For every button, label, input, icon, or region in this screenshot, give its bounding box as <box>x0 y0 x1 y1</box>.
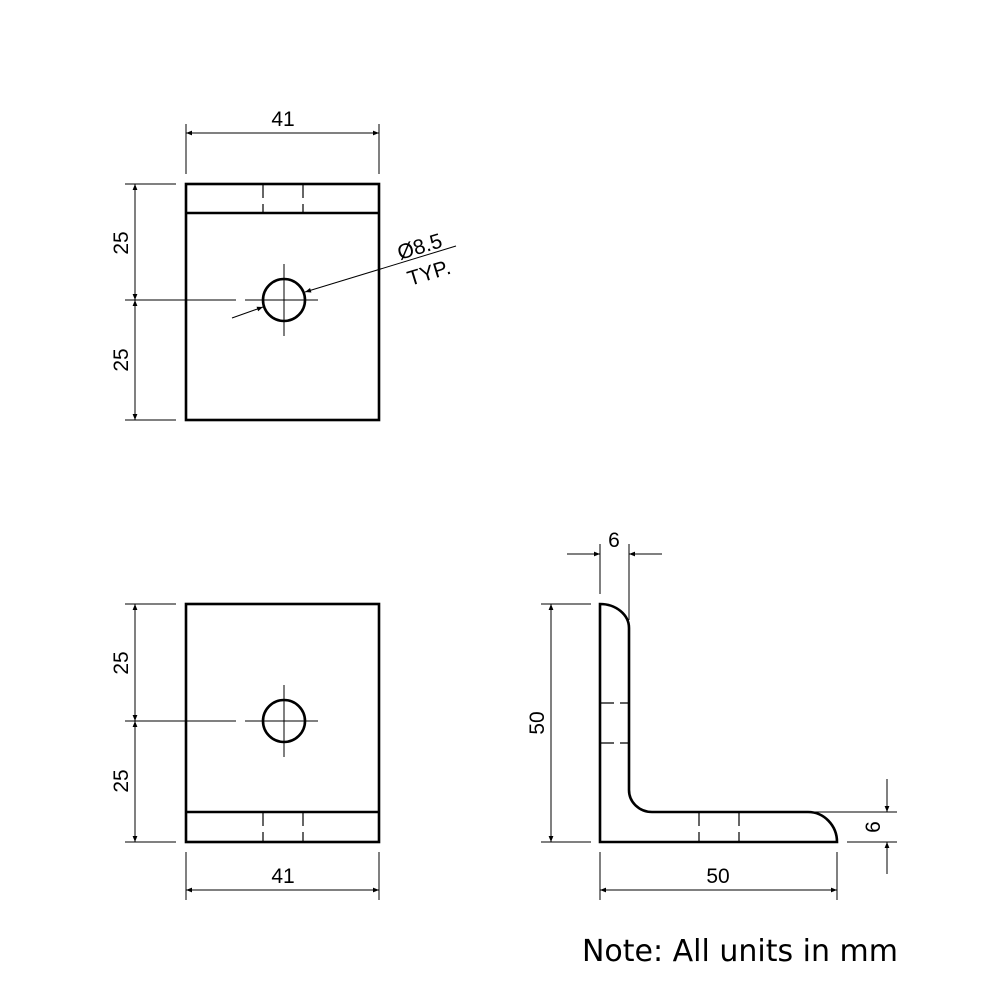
front-width-dim: 41 <box>271 865 294 888</box>
top-height-upper-dim: 25 <box>110 231 133 254</box>
top-view: 41 25 25 Ø8.5 TYP. <box>110 108 457 422</box>
front-view: 25 25 41 <box>110 602 381 900</box>
front-height-lower-dim: 25 <box>110 769 133 792</box>
side-view: 6 50 50 6 <box>526 529 897 900</box>
side-height-dim: 50 <box>526 711 549 734</box>
top-width-dim: 41 <box>271 108 294 131</box>
units-note: Note: All units in mm <box>582 934 898 969</box>
top-height-lower-dim: 25 <box>110 348 133 371</box>
side-vertical-thickness-dim: 6 <box>608 529 620 552</box>
side-horizontal-thickness-dim: 6 <box>862 821 885 833</box>
front-height-upper-dim: 25 <box>110 651 133 674</box>
side-width-dim: 50 <box>706 865 729 888</box>
